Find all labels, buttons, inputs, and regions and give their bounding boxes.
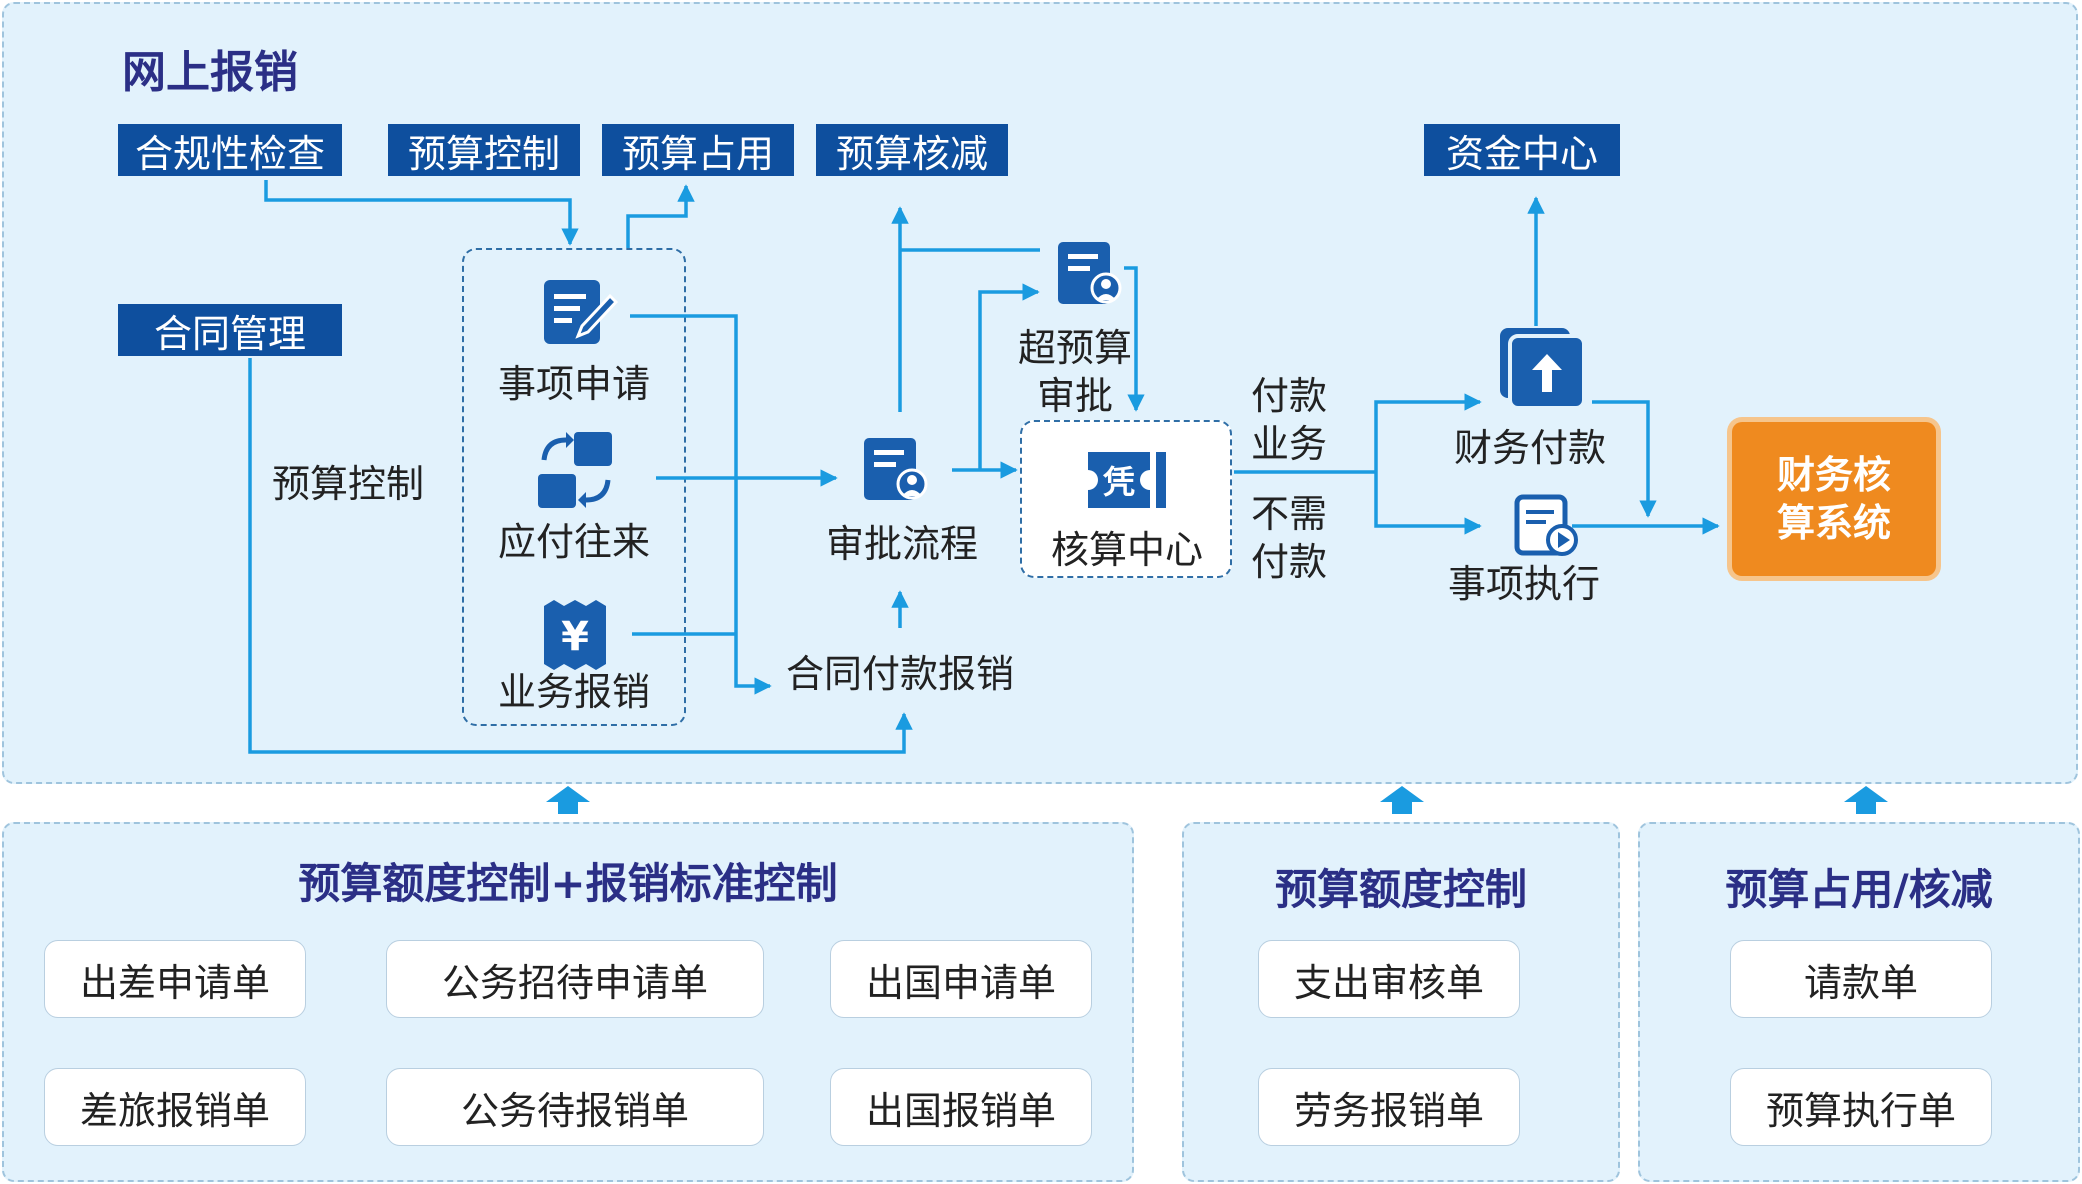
- item-execution-label: 事项执行: [1447, 562, 1600, 606]
- finance-system-line-1: 财务核: [1776, 453, 1891, 497]
- form-item[interactable]: 支出审核单: [1258, 940, 1520, 1018]
- up-arrow-icon: [546, 786, 590, 814]
- form-item[interactable]: 公务招待申请单: [386, 940, 764, 1018]
- budget-reduce-tag: 预算核减: [816, 124, 1008, 176]
- panel-title: 网上报销: [122, 47, 298, 98]
- over-budget-approval-label-2: 审批: [1036, 374, 1113, 418]
- online-reimbursement-panel: [2, 2, 2078, 784]
- yen-receipt-icon: ¥: [540, 600, 610, 670]
- budget-control-tag: 预算控制: [388, 124, 580, 176]
- up-arrow-icon: [1844, 786, 1888, 814]
- form-item[interactable]: 出国申请单: [830, 940, 1092, 1018]
- form-item[interactable]: 请款单: [1730, 940, 1992, 1018]
- finance-accounting-system-box: 财务核 算系统: [1732, 422, 1936, 576]
- business-reimbursement-label: 业务报销: [497, 670, 650, 714]
- no-payment-label-1: 不需: [1250, 492, 1327, 536]
- approval-flow-label: 审批流程: [825, 522, 978, 566]
- over-budget-approval-icon: [1056, 240, 1126, 312]
- payment-business-label-1: 付款: [1250, 374, 1327, 418]
- document-edit-icon: [540, 276, 620, 348]
- no-payment-label-2: 付款: [1250, 540, 1327, 584]
- budget-standard-control-title: 预算额度控制+报销标准控制: [298, 859, 838, 908]
- fund-center-tag: 资金中心: [1424, 124, 1620, 176]
- upload-stack-icon: [1498, 326, 1590, 412]
- budget-occupy-reduce-title: 预算占用/核减: [1725, 865, 1993, 914]
- voucher-icon: 凭: [1084, 448, 1170, 512]
- form-item[interactable]: 出差申请单: [44, 940, 306, 1018]
- form-item[interactable]: 劳务报销单: [1258, 1068, 1520, 1146]
- contract-management-tag: 合同管理: [118, 304, 342, 356]
- exchange-icon: [536, 430, 616, 510]
- payment-business-label-2: 业务: [1250, 422, 1327, 466]
- up-arrow-icon: [1380, 786, 1424, 814]
- form-item[interactable]: 出国报销单: [830, 1068, 1092, 1146]
- application-group: [462, 248, 686, 726]
- approval-user-icon: [862, 436, 932, 508]
- finance-system-line-2: 算系统: [1776, 501, 1891, 545]
- item-application-label: 事项申请: [497, 362, 650, 406]
- accounting-center-label: 核算中心: [1050, 528, 1203, 572]
- execution-doc-icon: [1514, 494, 1580, 558]
- contract-payment-reimbursement-label: 合同付款报销: [786, 652, 1015, 696]
- form-item[interactable]: 公务待报销单: [386, 1068, 764, 1146]
- compliance-check-tag: 合规性检查: [118, 124, 342, 176]
- svg-text:¥: ¥: [561, 614, 589, 660]
- over-budget-approval-label-1: 超预算: [1017, 326, 1132, 370]
- budget-control-side-label: 预算控制: [272, 462, 425, 506]
- payables-label: 应付往来: [497, 520, 650, 564]
- form-item[interactable]: 预算执行单: [1730, 1068, 1992, 1146]
- budget-occupy-tag: 预算占用: [602, 124, 794, 176]
- budget-quota-control-title: 预算额度控制: [1274, 865, 1527, 914]
- finance-payment-label: 财务付款: [1453, 426, 1606, 470]
- svg-text:凭: 凭: [1102, 463, 1135, 501]
- form-item[interactable]: 差旅报销单: [44, 1068, 306, 1146]
